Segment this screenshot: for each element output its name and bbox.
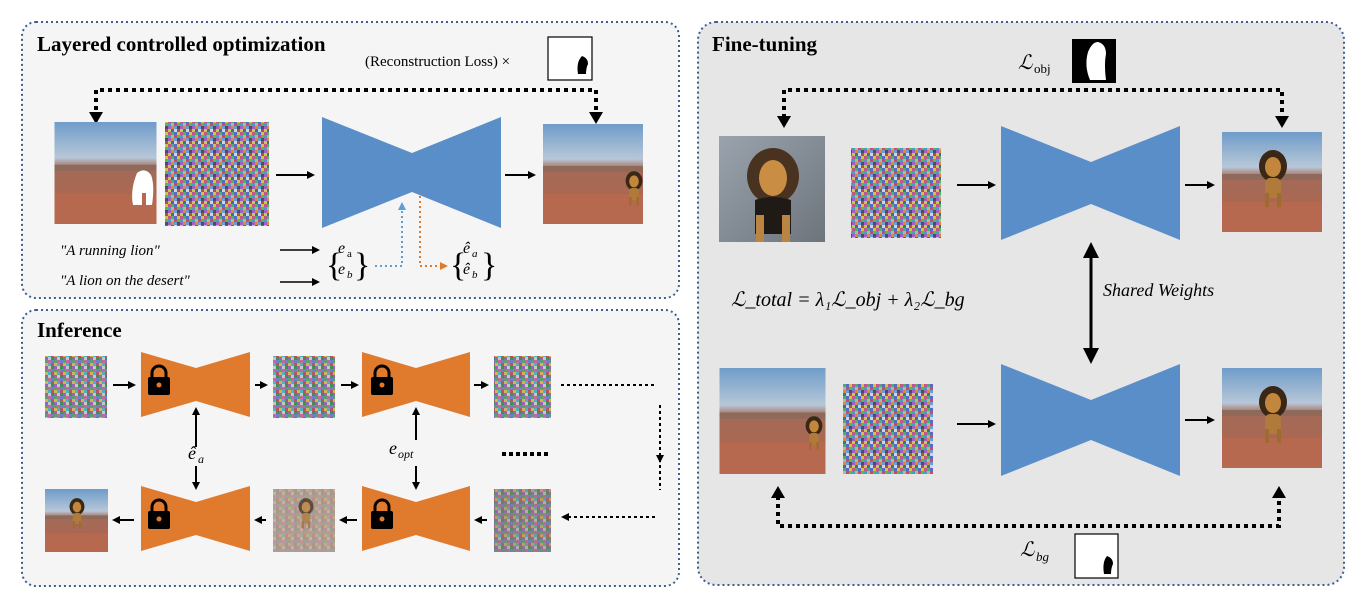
noise-image [494, 356, 551, 418]
arrow-head [1275, 116, 1289, 128]
arrow-head [656, 455, 664, 463]
lock-icon [148, 364, 170, 395]
optimized-embedding-b-sub: b [472, 269, 478, 281]
partially-denoised-image [273, 489, 335, 552]
background-input-image [719, 368, 826, 474]
loss-bg-symbol: ℒ [1020, 539, 1035, 561]
optimized-embedding-a-sub: a [472, 248, 478, 260]
fine-tuning-panel: Fine-tuning ℒ obj [697, 21, 1345, 586]
embedding-input-path [375, 202, 406, 267]
optimized-embedding-set: { ê a ê b } [450, 240, 497, 284]
unet-decoder [1091, 364, 1180, 476]
arrow-head [1272, 486, 1286, 498]
embedding-a: e [338, 240, 345, 257]
optimized-embedding-path [419, 196, 448, 270]
brace-left: { [326, 247, 342, 284]
embedding-label-a-sub: a [198, 452, 204, 466]
brace-left: { [450, 247, 466, 284]
lion-object-image [719, 136, 825, 242]
lock-icon [371, 364, 393, 395]
prompt-b: "A lion on the desert" [60, 273, 191, 289]
noisy-lion-image [494, 489, 551, 552]
unet-encoder [1001, 364, 1091, 476]
reconstruction-loss-label: (Reconstruction Loss) × [365, 54, 510, 70]
embedding-b: e [338, 261, 345, 278]
arrow-head [771, 486, 785, 498]
embedding-b-sub: b [347, 269, 353, 281]
layered-optimization-panel: Layered controlled optimization (Reconst… [21, 21, 680, 299]
silhouette-mask-icon [547, 36, 593, 81]
unet-frozen [362, 352, 470, 417]
brace-right: } [481, 247, 497, 284]
shared-weights-label: Shared Weights [1103, 280, 1214, 300]
optimized-embedding-a: ê [463, 240, 471, 257]
brace-right: } [354, 247, 370, 284]
noise-image [851, 148, 941, 238]
total-loss-formula: ℒ_total = λ₁ℒ_obj + λ₂ℒ_bg [731, 289, 965, 311]
background-mask-icon [1074, 533, 1119, 579]
unet-decoder [412, 117, 501, 228]
embedding-label-opt-sub: opt [398, 447, 414, 461]
loss-obj-sub: obj [1034, 61, 1051, 76]
background-loss-path [776, 496, 1281, 528]
loss-bg-sub: bg [1036, 549, 1050, 564]
embedding-label-a: ê [188, 443, 196, 463]
unet-encoder [1001, 126, 1091, 240]
panel-title: Inference [37, 318, 122, 342]
loss-obj-symbol: ℒ [1018, 52, 1033, 74]
unet-encoder [322, 117, 412, 228]
prompt-a: "A running lion" [60, 243, 161, 259]
noise-image [843, 384, 933, 474]
output-lion-image [1222, 132, 1322, 232]
lock-icon [148, 498, 170, 529]
object-mask-icon [1072, 39, 1116, 83]
object-loss-path [782, 88, 1284, 118]
noise-image [273, 356, 335, 418]
panel-border [21, 309, 680, 587]
unet-frozen [141, 352, 250, 417]
noise-image [165, 122, 269, 226]
unet-frozen [362, 486, 470, 551]
optimized-embedding-b: ê [463, 261, 471, 278]
unet-frozen [141, 486, 250, 551]
embedding-set: { e a e b } [326, 240, 370, 284]
panel-title: Layered controlled optimization [37, 32, 326, 56]
unet-decoder [1091, 126, 1180, 240]
lock-icon [371, 498, 393, 529]
final-output-image [45, 489, 108, 552]
arrow-head [777, 116, 791, 128]
inference-panel: Inference [21, 309, 680, 587]
embedding-a-sub: a [347, 248, 352, 260]
noise-image [45, 356, 107, 418]
arrow-head [1083, 348, 1099, 364]
arrow-head [89, 112, 103, 124]
embedding-label-opt: e [389, 438, 397, 458]
arrow-head [589, 112, 603, 124]
output-lion-image [543, 124, 643, 224]
masked-input-image [54, 122, 157, 224]
output-lion-image [1222, 368, 1322, 468]
arrow-head [1083, 242, 1099, 258]
panel-title: Fine-tuning [712, 32, 818, 56]
